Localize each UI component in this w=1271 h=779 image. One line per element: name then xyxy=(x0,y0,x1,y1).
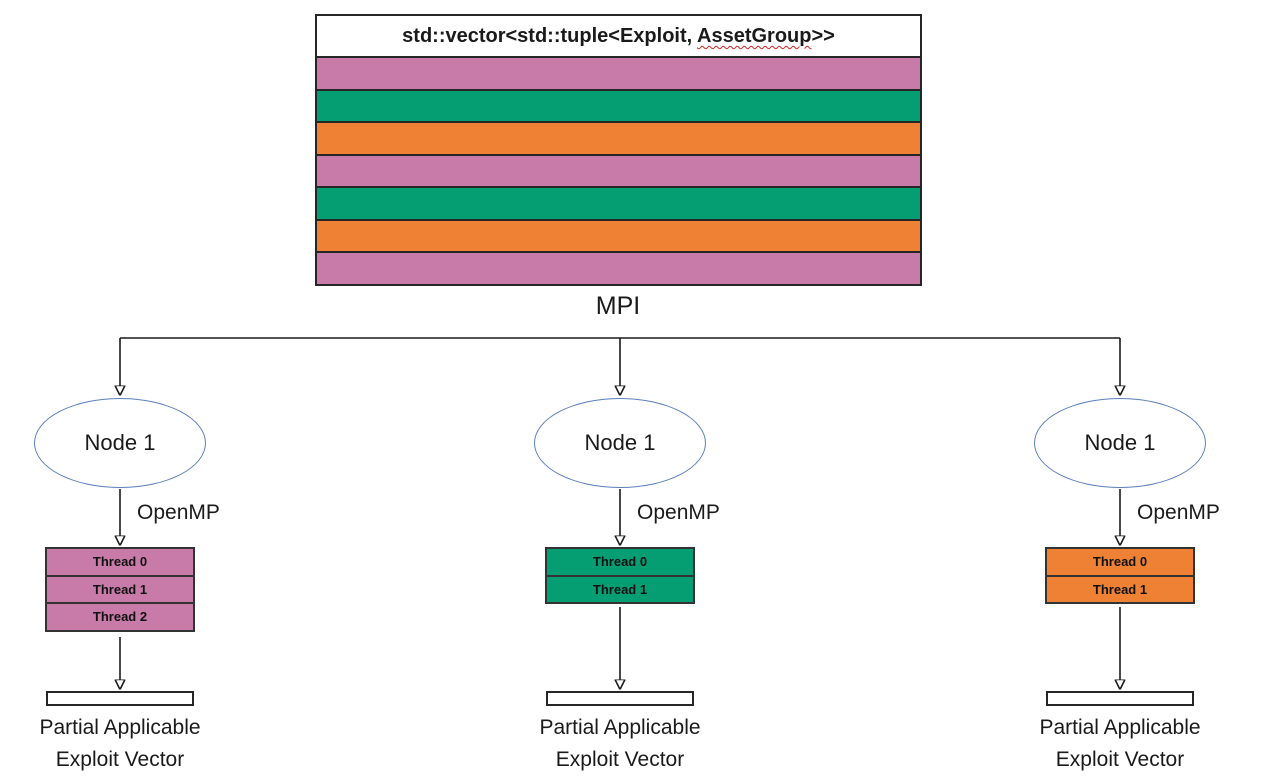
output-label-line2: Exploit Vector xyxy=(555,748,685,771)
vector-row-orange xyxy=(317,218,920,252)
partial-vector-box-1 xyxy=(46,691,194,706)
output-label-2: Partial Applicable Exploit Vector xyxy=(500,712,740,776)
thread-row: Thread 2 xyxy=(45,602,195,632)
openmp-label-3: OpenMP xyxy=(1137,501,1220,524)
output-label-line2: Exploit Vector xyxy=(1055,748,1185,771)
mpi-label: MPI xyxy=(595,292,641,320)
title-spellcheck-word: AssetGroup xyxy=(697,25,812,47)
partial-vector-box-3 xyxy=(1046,691,1194,706)
vector-box-title: std::vector<std::tuple<Exploit, AssetGro… xyxy=(317,16,920,58)
output-label-3: Partial Applicable Exploit Vector xyxy=(1000,712,1240,776)
thread-row: Thread 1 xyxy=(545,574,695,604)
vector-rows xyxy=(317,58,920,285)
openmp-label-1: OpenMP xyxy=(137,501,220,524)
output-label-line1: Partial Applicable xyxy=(39,716,201,739)
vector-row-pink xyxy=(317,58,920,89)
partial-vector-box-2 xyxy=(546,691,694,706)
thread-row: Thread 1 xyxy=(1045,574,1195,604)
output-label-1: Partial Applicable Exploit Vector xyxy=(0,712,240,776)
output-label-line2: Exploit Vector xyxy=(55,748,185,771)
vector-row-pink xyxy=(317,251,920,285)
node-label: Node 1 xyxy=(584,430,656,455)
node-label: Node 1 xyxy=(84,430,156,455)
vector-row-pink xyxy=(317,153,920,187)
vector-row-orange xyxy=(317,121,920,154)
vector-row-green xyxy=(317,88,920,122)
node-ellipse-3: Node 1 xyxy=(1034,398,1206,488)
thread-row: Thread 0 xyxy=(1045,547,1195,577)
thread-row: Thread 0 xyxy=(45,547,195,577)
vector-row-green xyxy=(317,186,920,219)
exploit-vector-box: std::vector<std::tuple<Exploit, AssetGro… xyxy=(315,14,922,286)
openmp-label-2: OpenMP xyxy=(637,501,720,524)
node-ellipse-2: Node 1 xyxy=(534,398,706,488)
node-label: Node 1 xyxy=(1084,430,1156,455)
thread-row: Thread 1 xyxy=(45,574,195,604)
output-label-line1: Partial Applicable xyxy=(1039,716,1201,739)
node-ellipse-1: Node 1 xyxy=(34,398,206,488)
title-suffix: >> xyxy=(811,25,835,47)
title-prefix: std::vector<std::tuple<Exploit, xyxy=(402,25,697,47)
output-label-line1: Partial Applicable xyxy=(539,716,701,739)
thread-row: Thread 0 xyxy=(545,547,695,577)
